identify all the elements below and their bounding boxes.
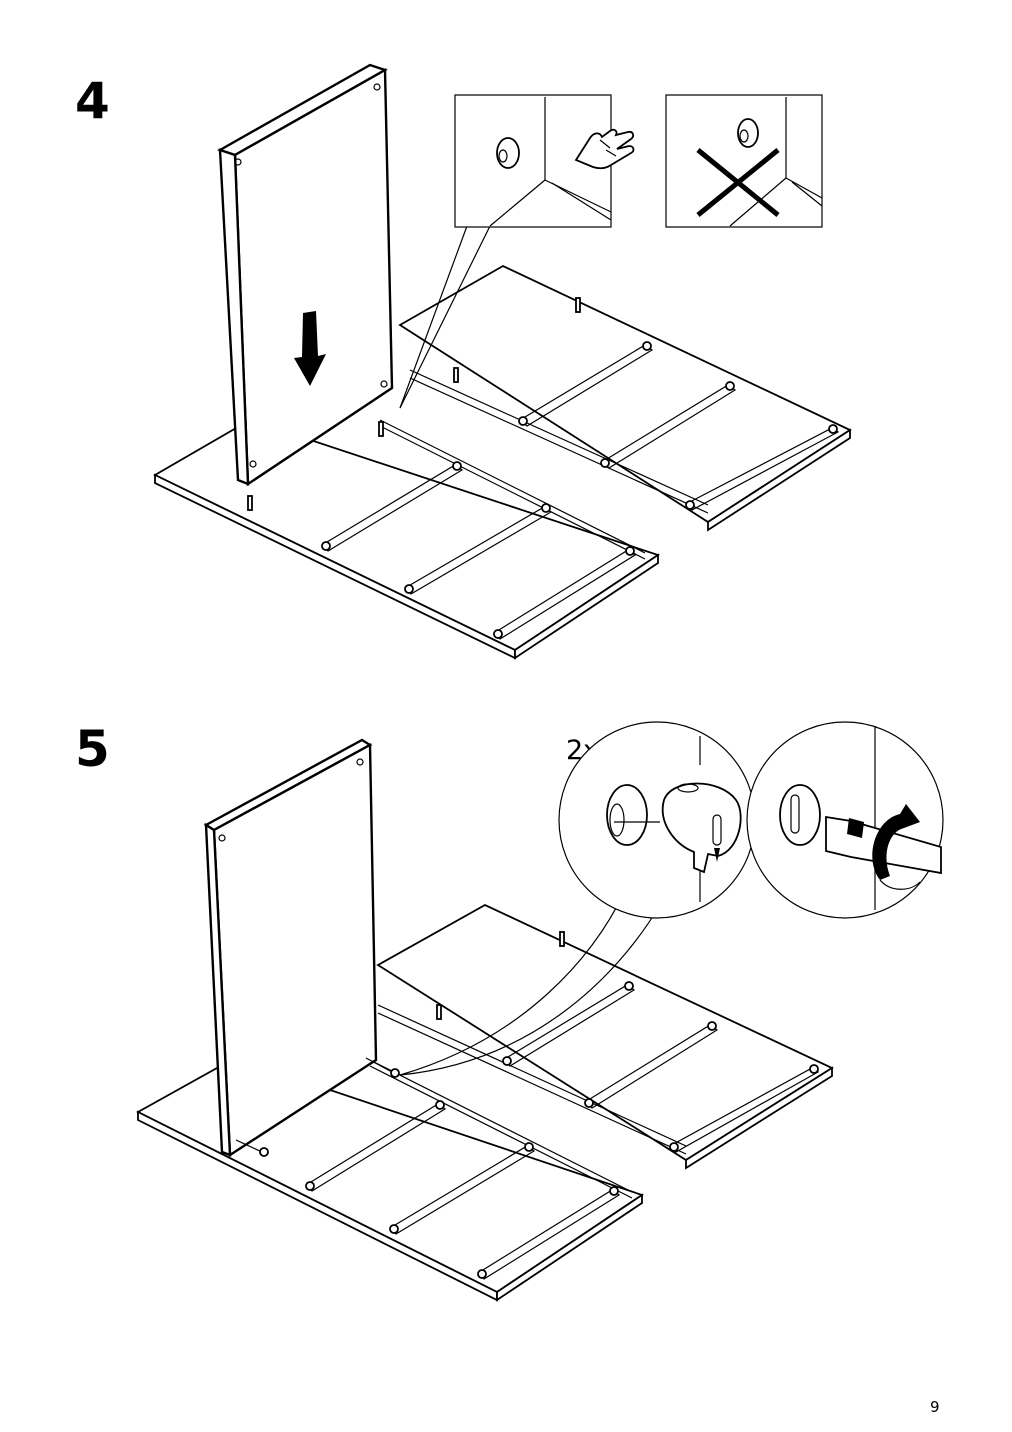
down-arrow-icon [294,311,326,386]
wrong-orientation-x-icon [665,94,823,228]
base-panel-icon [153,419,661,660]
page-number: 9 [930,1398,940,1416]
step-5-number: 5 [75,720,110,778]
correct-orientation-hand-icon [454,94,635,228]
quantity-label: 2x [566,735,600,766]
step-4-number: 4 [75,72,110,130]
base-panel-icon [398,264,852,532]
panel-icon [217,63,394,487]
